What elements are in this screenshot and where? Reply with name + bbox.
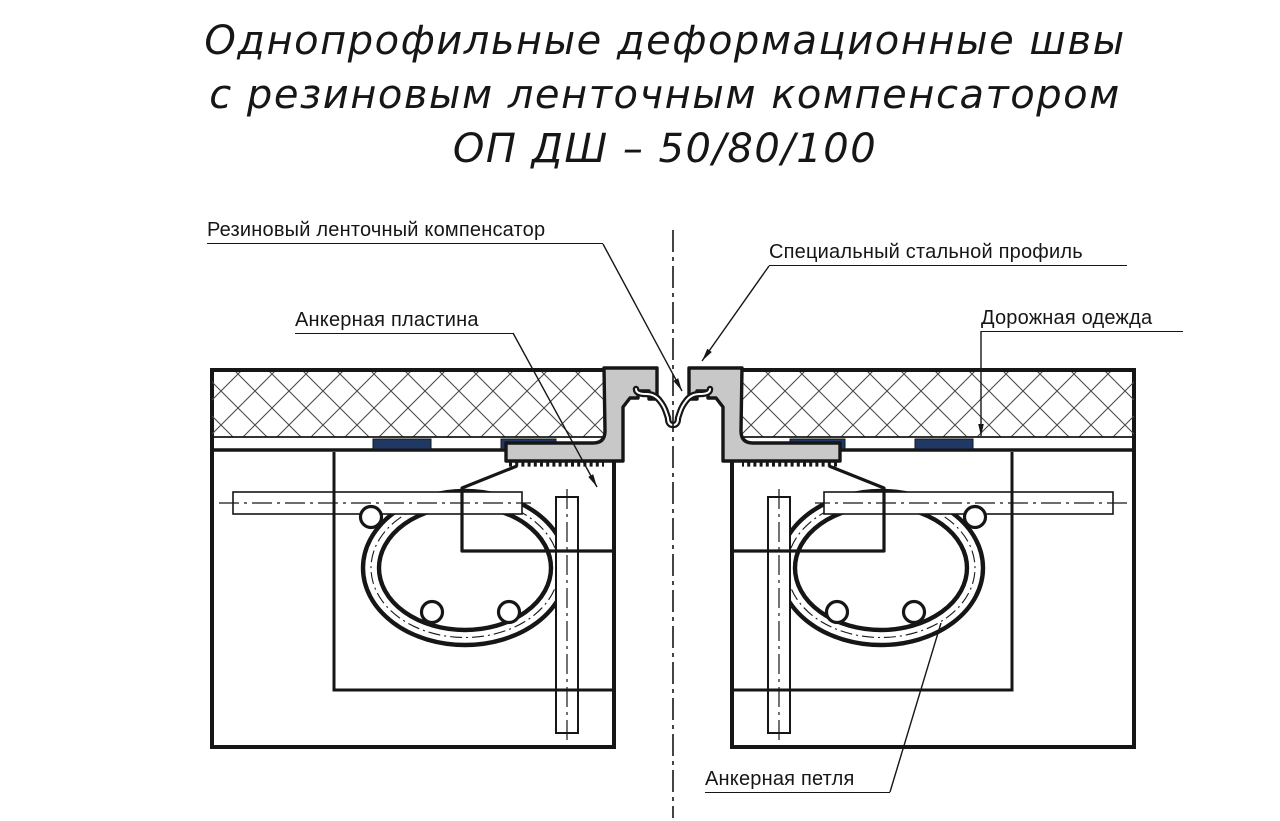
- label-road-surface: Дорожная одежда: [981, 307, 1183, 332]
- left-expansion-block: [212, 368, 657, 747]
- title-line-2: с резиновым ленточным компенсатором: [209, 72, 1121, 118]
- label-rubber-compensator: Резиновый ленточный компенсатор: [207, 219, 603, 244]
- label-anchor-plate: Анкерная пластина: [295, 309, 513, 334]
- leader-lines: [512, 243, 984, 793]
- title-line-3: ОП ДШ – 50/80/100: [452, 126, 878, 172]
- title-line-1: Однопрофильные деформационные швы: [204, 18, 1126, 64]
- right-expansion-block: [689, 368, 1134, 747]
- label-steel-profile: Специальный стальной профиль: [769, 241, 1127, 266]
- drawing-title: Однопрофильные деформационные швы с рези…: [50, 14, 1280, 176]
- label-anchor-loop: Анкерная петля: [705, 768, 890, 793]
